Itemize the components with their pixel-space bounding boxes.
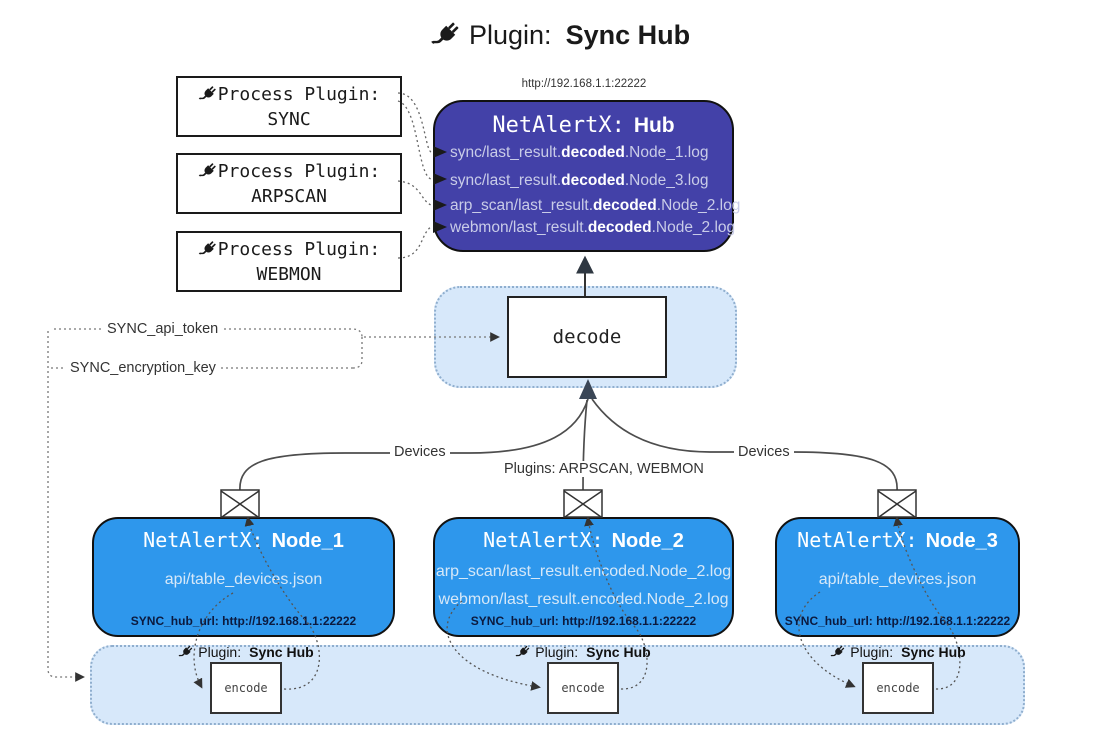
- hub-log-line: sync/last_result.decoded.Node_1.log: [450, 144, 709, 161]
- process-plugin-name: ARPSCAN: [251, 185, 327, 207]
- plug-icon: [830, 644, 846, 660]
- encode-plugin-label: Plugin:Sync Hub: [166, 644, 326, 660]
- process-plugin-name: SYNC: [267, 108, 311, 130]
- node-title: NetAlertX:Node_1: [143, 528, 344, 552]
- page-title-name: Sync Hub: [565, 19, 691, 50]
- hub-title-name: Hub: [633, 114, 675, 137]
- node-to-decode-edges: [239, 398, 898, 492]
- page-title-label: Plugin:: [469, 19, 552, 50]
- node-hub-url: SYNC_hub_url: http://192.168.1.1:22222: [130, 614, 357, 628]
- hub-title-prefix: NetAlertX:: [492, 113, 625, 138]
- node-title: NetAlertX:Node_2: [483, 528, 684, 552]
- config-api-token-label: SYNC_api_token: [103, 321, 223, 337]
- encode-box: encode: [862, 662, 934, 714]
- process-plugin-webmon-box: Process Plugin: WEBMON: [176, 231, 402, 292]
- node-file: api/table_devices.json: [164, 571, 323, 588]
- process-plugin-name: WEBMON: [256, 263, 322, 285]
- envelope-icon: [877, 489, 917, 518]
- process-plugin-label: Process Plugin:: [217, 238, 381, 260]
- config-encryption-key-label: SYNC_encryption_key: [66, 360, 220, 376]
- hub-box: NetAlertX: Hub sync/last_result.decoded.N…: [433, 100, 740, 252]
- encode-plugin-label: Plugin:Sync Hub: [818, 644, 978, 660]
- process-plugin-arpscan-box: Process Plugin: ARPSCAN: [176, 153, 402, 214]
- node-hub-url: SYNC_hub_url: http://192.168.1.1:22222: [784, 614, 1011, 628]
- encode-box: encode: [210, 662, 282, 714]
- decode-box: decode: [507, 296, 667, 378]
- hub-log-line: arp_scan/last_result.decoded.Node_2.log: [450, 197, 741, 214]
- node-title: NetAlertX:Node_3: [797, 528, 998, 552]
- edge-label-devices-right: Devices: [734, 444, 794, 460]
- process-plugin-sync-box: Process Plugin: SYNC: [176, 76, 402, 137]
- node-1-box: NetAlertX:Node_1 api/table_devices.json …: [92, 517, 395, 637]
- node-file: arp_scan/last_result.encoded.Node_2.log: [435, 563, 732, 580]
- plug-icon: [198, 161, 217, 181]
- node-3-box: NetAlertX:Node_3 api/table_devices.json …: [775, 517, 1020, 637]
- node-hub-url: SYNC_hub_url: http://192.168.1.1:22222: [470, 614, 697, 628]
- hub-log-line: webmon/last_result.decoded.Node_2.log: [450, 219, 736, 236]
- hub-title: NetAlertX: Hub: [435, 113, 732, 138]
- node-2-box: NetAlertX:Node_2 arp_scan/last_result.en…: [433, 517, 734, 637]
- plug-icon: [198, 84, 217, 104]
- plug-icon: [198, 239, 217, 259]
- process-plugin-label: Process Plugin:: [217, 83, 381, 105]
- envelope-icon: [220, 489, 260, 518]
- edge-label-plugins: Plugins: ARPSCAN, WEBMON: [500, 461, 708, 477]
- hub-log-line: sync/last_result.decoded.Node_3.log: [450, 172, 709, 189]
- envelope-icon: [563, 489, 603, 518]
- process-plugin-links: [397, 92, 432, 259]
- process-plugin-label: Process Plugin:: [217, 160, 381, 182]
- plug-icon: [515, 644, 531, 660]
- plug-icon: [430, 20, 461, 51]
- encode-plugin-label: Plugin:Sync Hub: [503, 644, 663, 660]
- encode-box: encode: [547, 662, 619, 714]
- edge-label-devices-left: Devices: [390, 444, 450, 460]
- hub-url: http://192.168.1.1:22222: [521, 78, 647, 90]
- page-title: Plugin: Sync Hub: [430, 12, 750, 58]
- envelope-icons: [220, 489, 917, 518]
- plug-icon: [178, 644, 194, 660]
- node-file: webmon/last_result.encoded.Node_2.log: [438, 591, 729, 608]
- node-file: api/table_devices.json: [818, 571, 977, 588]
